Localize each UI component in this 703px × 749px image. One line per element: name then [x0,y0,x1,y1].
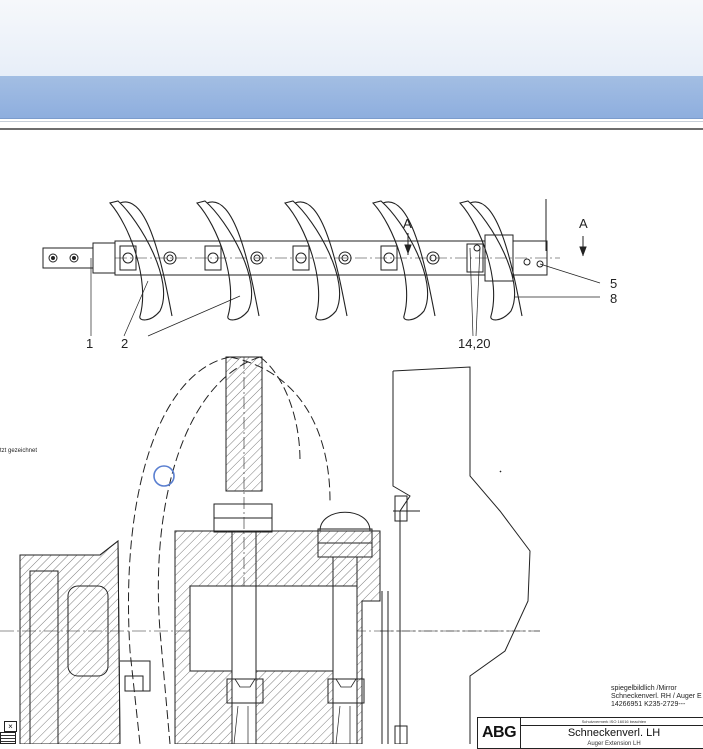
section-label-left: A [403,216,412,231]
technical-drawing [0,199,601,744]
part-label-14-20: 14,20 [458,336,491,351]
drawing-subtitle: Auger Extension LH [587,741,641,747]
auger-view [42,199,601,337]
title-block: ABG Schutzvermerk ISO 16016 beachten Sch… [477,717,703,749]
part-label-5: 5 [610,276,618,291]
company-logo: ABG [478,718,521,748]
drawing-title: Schneckenverl. LH [567,727,661,739]
part-label-8: 8 [610,291,618,306]
part-label-2: 2 [121,336,129,351]
canvas-border [0,128,703,130]
mirror-note-line3: 14266951 K235-2729--- [611,701,686,708]
close-icon[interactable]: × [4,721,17,732]
mirror-note-line2: Schneckenverl. RH / Auger E [611,693,702,700]
mirror-note-line1: spiegelbildlich /Mirror [611,685,677,692]
viewer-header-area [0,0,703,76]
section-label-right: A [579,216,588,231]
section-view [0,356,540,744]
title-block-header-note: Schutzvermerk ISO 16016 beachten [520,718,703,726]
part-label-1: 1 [86,336,94,351]
side-note: tzt gezeichnet [0,448,38,454]
drawing-canvas[interactable]: A A 1 2 14,20 5 8 tzt gezeichnet spiegel… [0,131,703,749]
cursor-indicator [153,465,175,487]
toolbar-divider [0,121,703,122]
viewer-toolbar [0,76,703,119]
layer-stack-icon[interactable] [0,732,16,744]
